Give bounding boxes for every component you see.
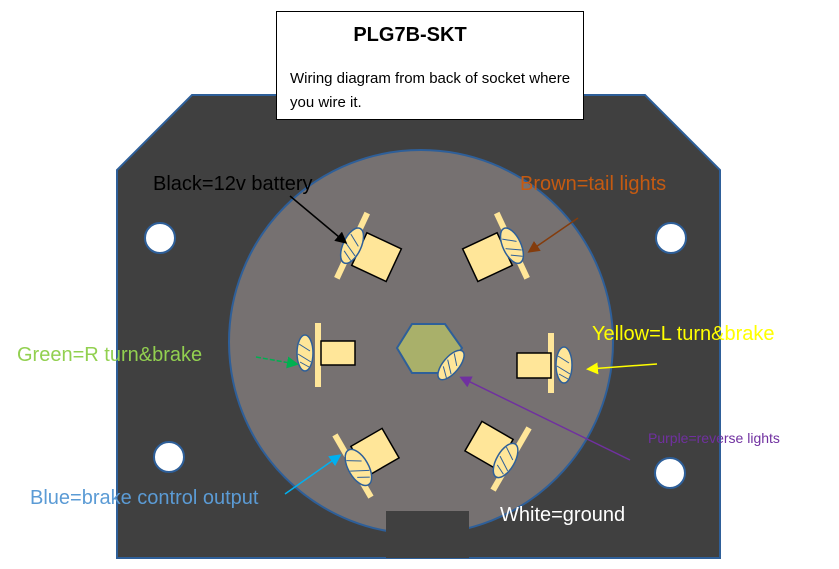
terminal-green <box>296 323 356 387</box>
terminal-brown <box>461 211 530 283</box>
mounting-hole-top-right <box>655 222 687 254</box>
terminal-yellow <box>516 333 573 393</box>
arrow-purple <box>459 376 631 461</box>
label-yellow: Yellow=L turn&brake <box>592 323 775 345</box>
mounting-hole-bottom-right <box>654 457 686 489</box>
label-black: Black=12v battery <box>153 173 313 195</box>
terminal-blue <box>332 427 401 499</box>
label-purple: Purple=reverse lights <box>648 430 780 446</box>
arrow-brown <box>527 217 579 253</box>
arrow-blue <box>284 454 342 495</box>
arrow-black <box>289 195 348 244</box>
diagram-title: PLG7B-SKT <box>353 24 467 46</box>
socket-key-notch <box>386 511 469 558</box>
terminal-purple <box>437 349 465 381</box>
title-box: PLG7B-SKT Wiring diagram from back of so… <box>276 11 584 120</box>
arrow-yellow <box>586 362 658 375</box>
mounting-hole-bottom-left <box>153 441 185 473</box>
label-green: Green=R turn&brake <box>17 344 202 366</box>
label-white: White=ground <box>500 504 625 526</box>
terminal-black <box>334 211 403 283</box>
label-blue: Blue=brake control output <box>30 487 259 509</box>
mounting-hole-top-left <box>144 222 176 254</box>
terminal-white <box>463 420 532 492</box>
diagram-description: Wiring diagram from back of socket where… <box>290 70 571 111</box>
label-brown: Brown=tail lights <box>520 173 666 195</box>
